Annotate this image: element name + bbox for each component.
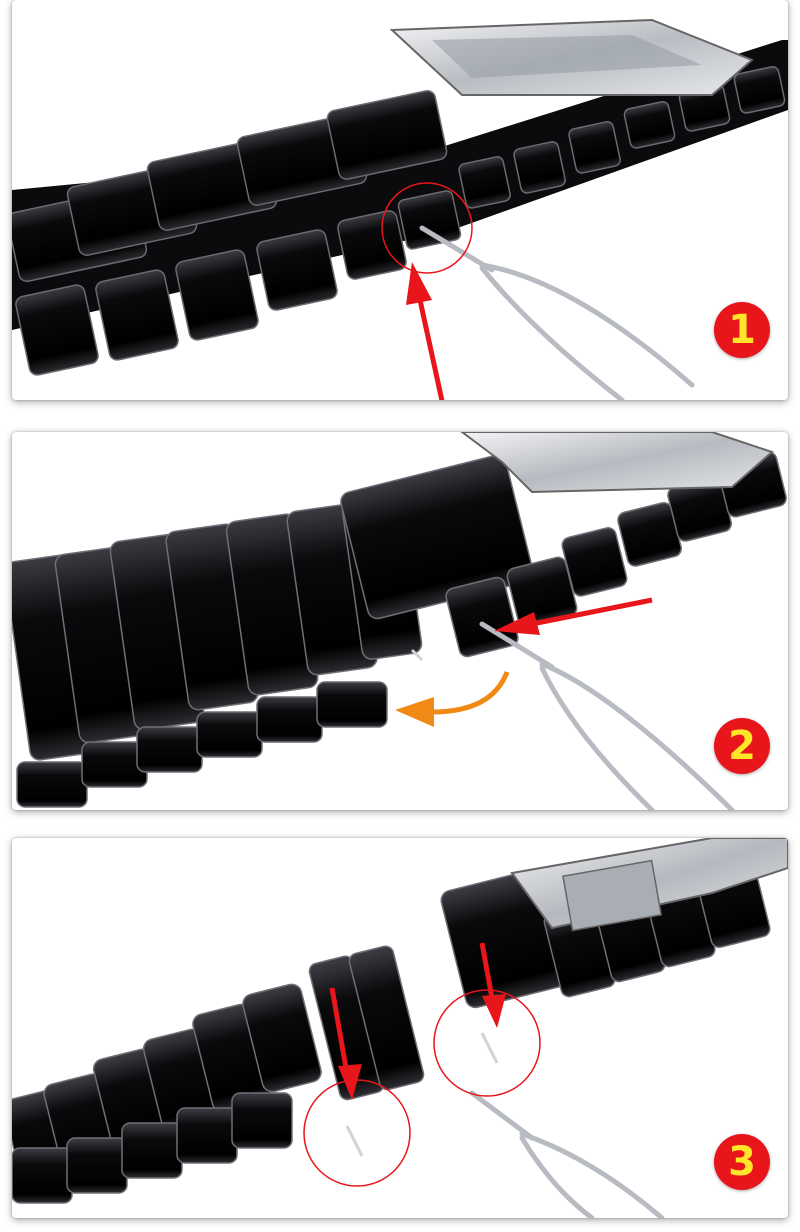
removal-tool-icon: [469, 1090, 665, 1218]
red-arrow-icon: [406, 262, 445, 400]
red-arrow-icon: [494, 597, 653, 635]
step-1-panel: 1: [12, 0, 788, 400]
spring-bar-pin: [410, 648, 424, 662]
red-arrow-icon: [479, 942, 506, 1028]
removed-link: [308, 945, 425, 1101]
curved-orange-arrow-icon: [395, 671, 510, 727]
highlight-circle-icon: [433, 989, 541, 1097]
step-3-illustration: [12, 838, 788, 1218]
steel-clasp: [389, 18, 754, 96]
step-2-panel: 2: [12, 432, 788, 810]
step-3-panel: 3: [12, 838, 788, 1218]
spring-bar-pin: [345, 1125, 364, 1157]
step-number-badge: 3: [714, 1134, 770, 1190]
ceramic-band: [12, 40, 788, 376]
removal-tool-icon: [419, 225, 695, 400]
steel-clasp: [510, 838, 788, 932]
step-number-badge: 2: [714, 718, 770, 774]
detached-band-section: [12, 983, 322, 1204]
step-number-badge: 1: [714, 302, 770, 358]
step-2-illustration: [12, 432, 787, 810]
highlight-circle-icon: [381, 182, 473, 274]
step-1-illustration: [12, 18, 788, 400]
spring-bar-pin: [480, 1032, 499, 1064]
steel-clasp: [460, 432, 774, 494]
red-arrow-icon: [329, 987, 362, 1100]
removal-tool-icon: [479, 621, 735, 810]
